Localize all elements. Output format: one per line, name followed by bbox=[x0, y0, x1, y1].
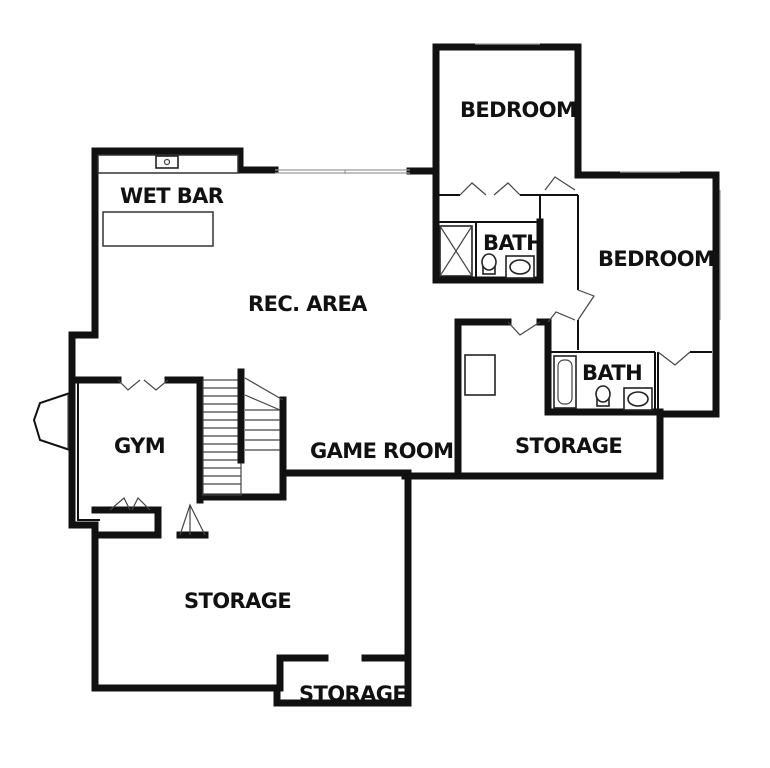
windows bbox=[275, 43, 721, 320]
room-labels: BEDROOM BEDROOM WET BAR BATH REC. AREA B… bbox=[114, 98, 715, 706]
stairs bbox=[202, 368, 281, 496]
label-storage-right: STORAGE bbox=[515, 434, 622, 458]
label-bedroom-right: BEDROOM bbox=[598, 247, 714, 271]
label-game-room: GAME ROOM bbox=[310, 439, 453, 463]
bay-window bbox=[32, 392, 71, 451]
label-bedroom-top: BEDROOM bbox=[460, 98, 576, 122]
label-bath-upper: BATH bbox=[483, 231, 543, 255]
doors bbox=[109, 176, 691, 536]
wet-bar-fixtures bbox=[97, 154, 239, 247]
label-storage-small: STORAGE bbox=[299, 682, 406, 706]
upper-bath-fixtures bbox=[439, 225, 535, 279]
storage-fixture bbox=[464, 354, 496, 396]
lower-bath-fixtures bbox=[553, 355, 653, 411]
label-gym: GYM bbox=[114, 434, 165, 458]
label-wet-bar: WET BAR bbox=[120, 184, 224, 208]
label-bath-lower: BATH bbox=[582, 361, 642, 385]
exterior-walls bbox=[68, 43, 720, 707]
interior-walls bbox=[74, 181, 712, 539]
label-storage-main: STORAGE bbox=[184, 589, 291, 613]
label-rec-area: REC. AREA bbox=[248, 292, 368, 316]
